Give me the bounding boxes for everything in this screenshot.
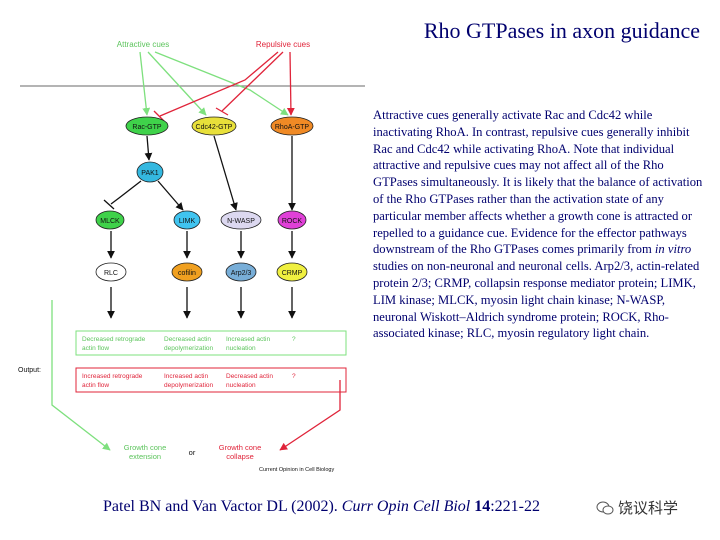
green-out-1a: Decreased retrograde [82,336,146,343]
extension-label-1: Growth cone [124,443,167,452]
collapse-label-2: collapse [226,452,254,461]
output-label: Output: [18,367,41,374]
crmp-label: CRMP [282,270,303,277]
wechat-icon [596,501,614,514]
extension-arrow [51,300,111,451]
rlc-label: RLC [104,270,118,277]
cdc42-gtp-node [191,116,237,136]
extension-label-2: extension [129,452,161,461]
arp23-node [225,262,257,282]
repulsive-cues-label: Repulsive cues [256,40,310,49]
green-out-1b: actin flow [82,345,109,352]
red-out-2a: Increased actin [164,373,208,380]
repulsive-output-texts: Increased retrograde actin flow Increase… [82,373,296,389]
attractive-output-box [75,330,347,356]
red-out-2b: depolymerization [164,382,214,389]
limk-node [173,210,201,230]
attractive-cues-label: Attractive cues [117,40,169,49]
rac-gtp-node [125,116,169,136]
red-out-4: ? [292,373,296,380]
cofilin-label: cofilin [178,270,196,277]
description-italic: in vitro [654,242,692,257]
rac-gtp-label: Rac-GTP [132,124,162,131]
citation-journal: Curr Opin Cell Biol [341,498,471,515]
repulsive-arrows [153,51,295,122]
cdc42-gtp-label: Cdc42-GTP [196,124,233,131]
limk-label: LIMK [179,218,196,225]
description-part-1: Attractive cues generally activate Rac a… [373,108,703,257]
citation: Patel BN and Van Vactor DL (2002). Curr … [103,498,540,516]
attractive-output-texts: Decreased retrograde actin flow Decrease… [82,336,296,352]
n-wasp-node [220,210,262,230]
rhoa-gtp-label: RhoA-GTP [275,124,310,131]
description-part-2: studies on non-neuronal and neuronal cel… [373,259,700,341]
red-out-3b: nucleation [226,382,256,389]
attractive-arrows [139,51,289,116]
red-out-1a: Increased retrograde [82,373,143,380]
cofilin-node [171,262,203,282]
collapse-label-1: Growth cone [219,443,262,452]
watermark-text: 饶议科学 [618,499,679,517]
repulsive-output-box [75,367,347,393]
pak1-node [136,161,164,183]
pathway-diagram: Attractive cues Repulsive cues Rac-GTP C… [18,40,365,473]
citation-volume: 14 [474,498,491,515]
green-out-3b: nucleation [226,345,256,352]
description: Attractive cues generally activate Rac a… [373,107,703,342]
citation-authors: Patel BN and Van Vactor DL (2002). [103,498,342,515]
n-wasp-label: N-WASP [227,218,255,225]
collapse-arrow [279,380,341,451]
arp23-label: Arp2/3 [231,270,252,277]
pak1-label: PAK1 [141,170,158,177]
watermark: 饶议科学 [596,497,678,518]
green-out-2a: Decreased actin [164,336,211,343]
rock-label: ROCK [282,218,303,225]
rhoa-gtp-node [270,116,314,136]
slide-title: Rho GTPases in axon guidance [423,18,700,43]
citation-pages: :221-22 [490,498,541,515]
source-credit: Current Opinion in Cell Biology [259,467,334,473]
red-out-3a: Decreased actin [226,373,273,380]
mlck-node [95,210,125,230]
effector-arrows [103,135,296,319]
rlc-node [95,262,127,282]
crmp-node [276,262,308,282]
mlck-label: MLCK [100,218,120,225]
green-out-3a: Increased actin [226,336,270,343]
or-label: or [189,448,196,457]
red-out-1b: actin flow [82,382,109,389]
green-out-2b: depolymerization [164,345,214,352]
rock-node [277,210,307,230]
green-out-4: ? [292,336,296,343]
